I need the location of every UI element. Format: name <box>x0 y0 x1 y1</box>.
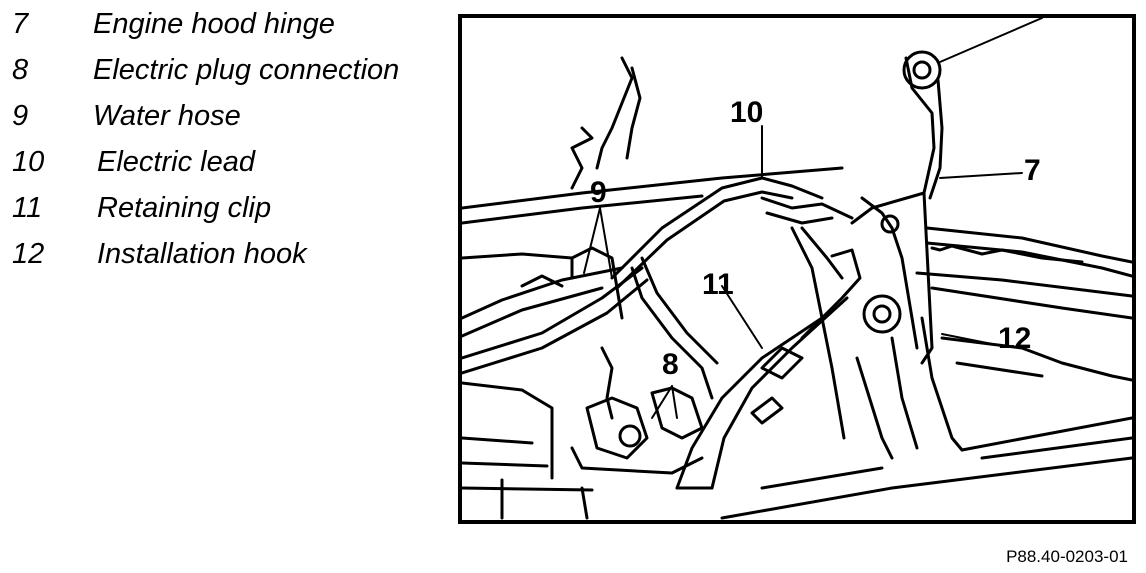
legend-label: Engine hood hinge <box>93 8 335 40</box>
fender-panels <box>720 226 1132 520</box>
legend-label: Electric plug connection <box>93 54 400 86</box>
legend-label: Installation hook <box>97 238 307 270</box>
legend-number: 10 <box>12 146 45 178</box>
leader-lines <box>583 18 1043 419</box>
legend-number: 9 <box>12 100 29 132</box>
hood-hinge-part <box>760 50 944 440</box>
figure-reference-code: P88.40-0203-01 <box>1006 547 1128 566</box>
callout-12: 12 <box>998 322 1032 355</box>
electric-plug-part <box>570 346 704 475</box>
legend-label: Retaining clip <box>97 192 272 224</box>
legend-label: Water hose <box>93 100 241 132</box>
water-hose-part <box>462 56 649 375</box>
legend-number: 8 <box>12 54 29 86</box>
callout-8: 8 <box>662 348 679 381</box>
callout-10: 10 <box>730 96 764 129</box>
line-drawing <box>462 18 1132 520</box>
callout-7: 7 <box>1024 154 1041 187</box>
callout-11: 11 <box>702 268 734 301</box>
legend-number: 7 <box>12 8 29 40</box>
legend-number: 11 <box>12 192 43 224</box>
callout-9: 9 <box>590 176 607 209</box>
legend-number: 12 <box>12 238 45 270</box>
engine-hood-hinge-illustration: 7 8 9 10 11 12 <box>458 14 1136 524</box>
installation-hook-part <box>675 248 862 490</box>
body-panels <box>462 166 844 520</box>
legend-label: Electric lead <box>97 146 255 178</box>
